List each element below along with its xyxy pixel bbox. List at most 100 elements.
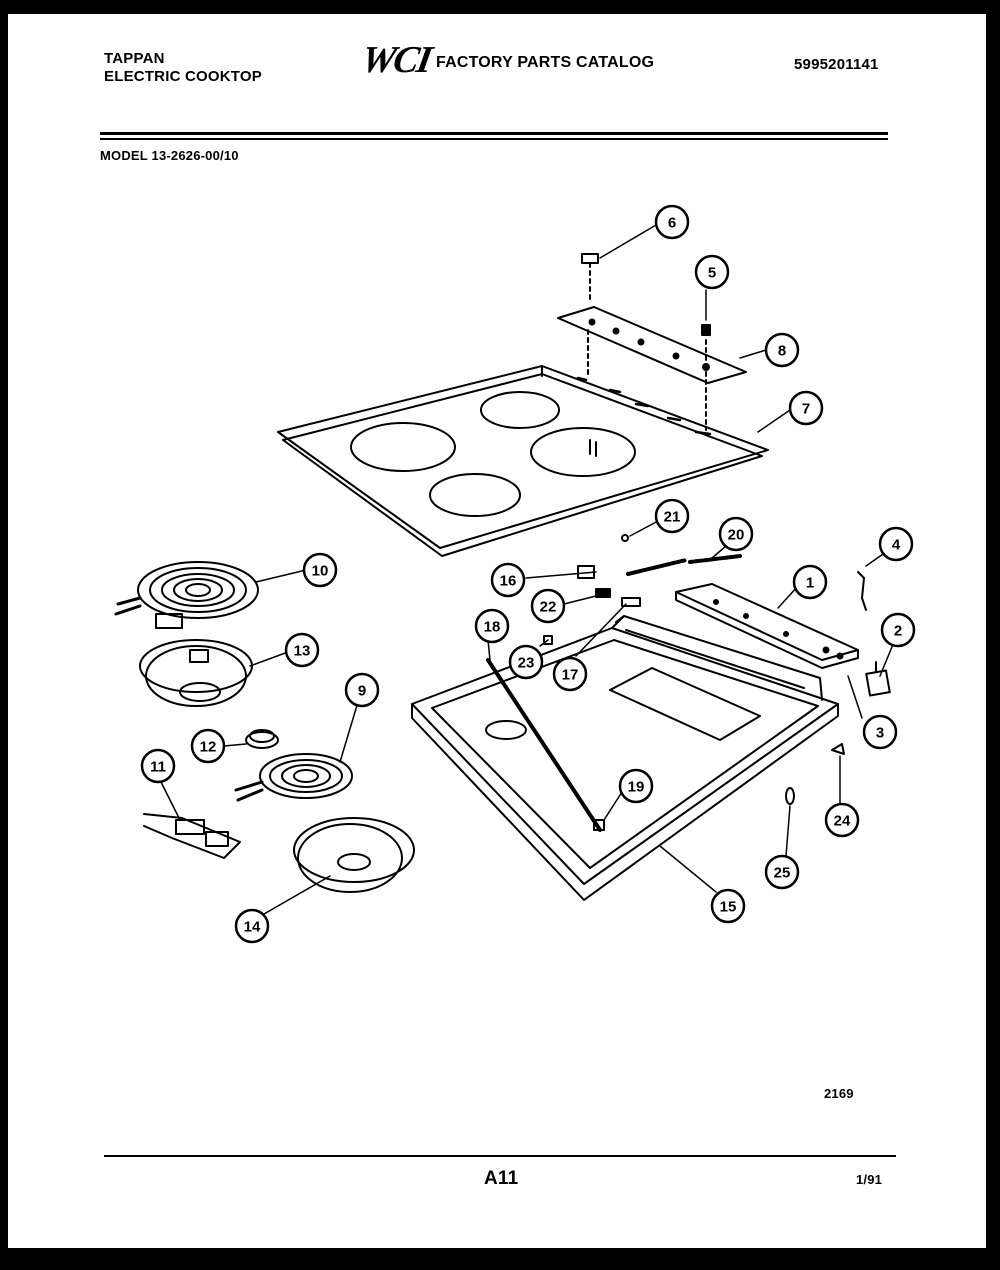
callout-6: 6 <box>654 204 690 240</box>
control-panel-trim <box>557 306 747 384</box>
callout-20: 20 <box>718 516 754 552</box>
callout-circle <box>654 204 690 240</box>
callout-circle <box>490 562 526 598</box>
callout-circle <box>508 644 544 680</box>
footer-rule <box>104 1155 896 1157</box>
mounting-nut <box>701 324 711 431</box>
callout-circle <box>694 254 730 290</box>
control-panel-bracket <box>675 583 859 669</box>
callout-circle <box>788 390 824 426</box>
callout-label: 20 <box>728 527 745 544</box>
wire-harness-20 <box>626 554 742 576</box>
callout-circle <box>140 748 176 784</box>
burner-box <box>411 615 839 901</box>
element-receptacle <box>143 813 241 859</box>
catalog-title: FACTORY PARTS CATALOG <box>436 54 655 71</box>
callout-circle <box>474 608 510 644</box>
callout-label: 7 <box>802 401 810 418</box>
callout-10: 10 <box>302 552 338 588</box>
bracket-17 <box>621 597 641 607</box>
callout-label: 8 <box>778 343 786 360</box>
callout-label: 13 <box>294 643 311 660</box>
callout-circle <box>552 656 588 692</box>
callout-label: 17 <box>562 667 579 684</box>
surface-element-large <box>114 561 259 629</box>
product-type: ELECTRIC COOKTOP <box>104 68 262 85</box>
callout-22: 22 <box>530 588 566 624</box>
callout-label: 25 <box>774 865 791 882</box>
header-rule <box>100 132 888 135</box>
brand-name: TAPPAN <box>104 50 165 67</box>
model-label: MODEL 13-2626-00/10 <box>100 148 239 163</box>
terminal-receptacle-2 <box>865 661 891 697</box>
screw-21 <box>621 534 629 542</box>
callout-label: 4 <box>892 537 901 554</box>
callout-label: 6 <box>668 215 676 232</box>
callout-label: 5 <box>708 265 716 282</box>
drip-bowl-small <box>293 817 415 893</box>
callout-label: 3 <box>876 725 884 742</box>
plug-25 <box>785 787 795 805</box>
callout-23: 23 <box>508 644 544 680</box>
callout-18: 18 <box>474 608 510 644</box>
callout-circle <box>880 612 916 648</box>
callout-label: 10 <box>312 563 329 580</box>
callout-1: 1 <box>792 564 828 600</box>
callout-14: 14 <box>234 908 270 944</box>
callout-label: 1 <box>806 575 814 592</box>
callout-label: 22 <box>540 599 557 616</box>
callout-5: 5 <box>694 254 730 290</box>
callout-circle <box>792 564 828 600</box>
screw-23 <box>543 635 553 645</box>
callout-17: 17 <box>552 656 588 692</box>
callout-8: 8 <box>764 332 800 368</box>
callout-circle <box>234 908 270 944</box>
surface-element-small <box>234 753 353 802</box>
callout-12: 12 <box>190 728 226 764</box>
callout-circle <box>862 714 898 750</box>
grommet-19 <box>593 819 605 831</box>
callout-label: 9 <box>358 683 366 700</box>
callout-circle <box>344 672 380 708</box>
callout-circle <box>654 498 690 534</box>
drawing-number: 2169 <box>824 1086 854 1101</box>
callout-25: 25 <box>764 854 800 890</box>
callout-7: 7 <box>788 390 824 426</box>
revision-date: 1/91 <box>856 1172 883 1187</box>
callout-circle <box>302 552 338 588</box>
callout-24: 24 <box>824 802 860 838</box>
callout-circle <box>710 888 746 924</box>
page-number: A11 <box>484 1168 519 1189</box>
trim-ring-12 <box>245 729 279 749</box>
leader-lines <box>159 224 895 915</box>
callout-label: 16 <box>500 573 517 590</box>
callout-16: 16 <box>490 562 526 598</box>
callout-circle <box>718 516 754 552</box>
callout-label: 12 <box>200 739 217 756</box>
callout-9: 9 <box>344 672 380 708</box>
callout-21: 21 <box>654 498 690 534</box>
callout-label: 14 <box>244 919 261 936</box>
callout-circle <box>764 854 800 890</box>
callout-label: 2 <box>894 623 902 640</box>
callout-circle <box>824 802 860 838</box>
callout-label: 23 <box>518 655 535 672</box>
callout-2: 2 <box>880 612 916 648</box>
callout-13: 13 <box>284 632 320 668</box>
callout-circle <box>618 768 654 804</box>
clip-22 <box>595 588 611 598</box>
spring-clip-4 <box>857 571 867 611</box>
callout-label: 24 <box>834 813 851 830</box>
callout-circle <box>878 526 914 562</box>
callout-label: 15 <box>720 899 737 916</box>
callout-label: 19 <box>628 779 645 796</box>
drip-bowl-large <box>139 639 253 707</box>
callout-circle <box>764 332 800 368</box>
brand-block: TAPPAN ELECTRIC COOKTOP <box>104 50 262 86</box>
cooktop-main-top <box>277 365 769 557</box>
callout-4: 4 <box>878 526 914 562</box>
callout-3: 3 <box>862 714 898 750</box>
catalog-part-number: 5995201141 <box>794 56 879 73</box>
